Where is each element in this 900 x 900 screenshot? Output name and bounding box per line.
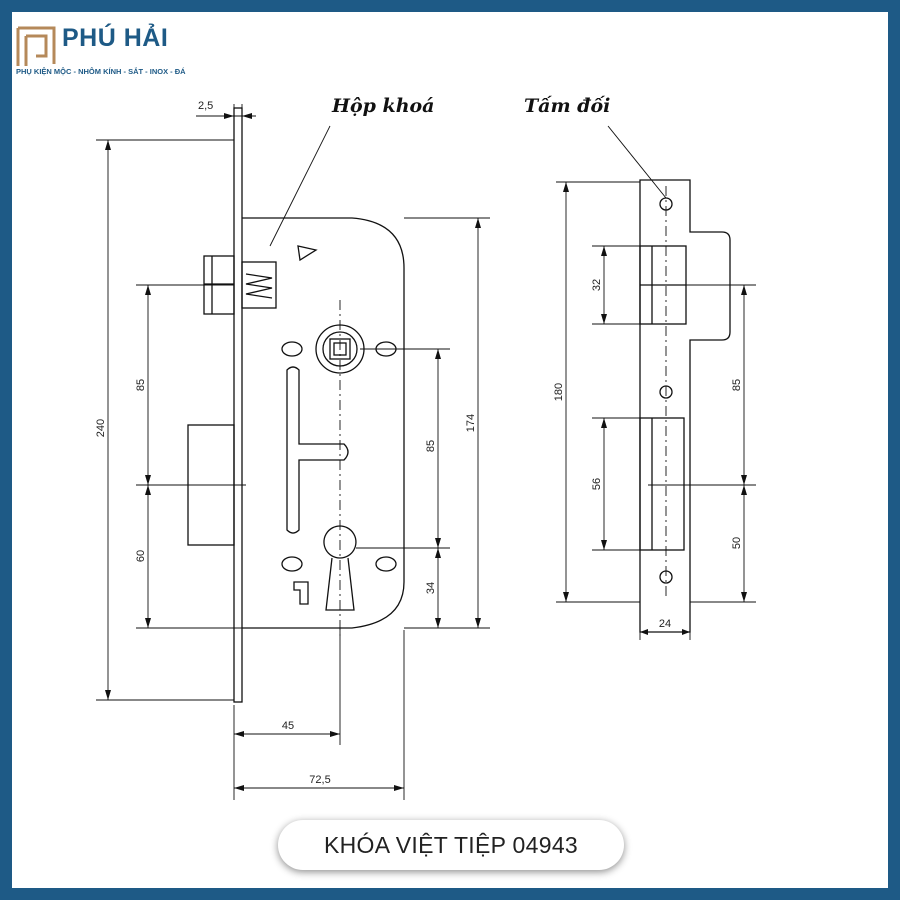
strike-slot-bolt [639, 417, 685, 551]
dim-handle-to-latch: 85 [135, 379, 147, 391]
dim-strike-slot-spacing: 85 [731, 379, 743, 391]
mount-hole-lower-left [281, 556, 303, 572]
dim-backset: 45 [282, 720, 294, 732]
triangle-marker [297, 245, 318, 262]
dim-total-height: 240 [95, 419, 107, 437]
lock-case-outline [242, 217, 405, 629]
dim-strike-bottom: 50 [731, 537, 743, 549]
dim-latch-to-bottom: 60 [135, 550, 147, 562]
bracket-marker [293, 581, 309, 605]
dim-cylinder-to-bottom: 34 [425, 582, 437, 594]
lock-faceplate [233, 107, 243, 703]
label-strike-plate: Tấm đối [524, 95, 610, 117]
brand-name: PHÚ HẢI [62, 24, 169, 52]
dim-bolt-slot: 56 [591, 478, 603, 490]
strike-plate-outline [639, 179, 731, 633]
dim-case-depth: 72,5 [309, 774, 330, 786]
dim-strike-height: 180 [553, 383, 565, 401]
dim-handle-to-cylinder: 85 [425, 440, 437, 452]
label-lock-body: Hộp khoá [331, 95, 435, 117]
brand-logo-mark [16, 26, 56, 66]
product-caption: KHÓA VIỆT TIỆP 04943 [278, 820, 624, 870]
dim-strike-width: 24 [659, 618, 671, 630]
mount-hole-lower-right [375, 556, 397, 572]
dim-latch-slot: 32 [591, 279, 603, 291]
dim-case-height: 174 [465, 414, 477, 432]
brand-tagline: PHỤ KIỆN MỘC - NHÔM KÍNH - SẮT - INOX - … [16, 67, 186, 76]
dim-faceplate-thickness: 2,5 [198, 100, 213, 112]
mount-hole-upper-left [281, 341, 303, 357]
slot-vertical [286, 366, 349, 534]
